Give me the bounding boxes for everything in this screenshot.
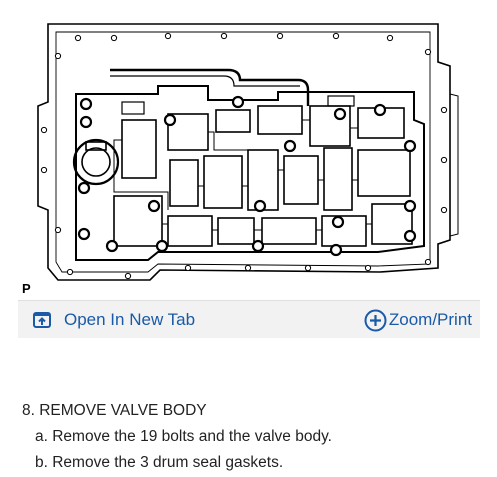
valve-body-bolts [77, 95, 417, 257]
case-outline [37, 23, 451, 281]
step-list: a. Remove the 19 bolts and the valve bod… [22, 424, 332, 476]
zoom-plus-icon [364, 309, 387, 331]
valve-body-diagram[interactable] [18, 10, 480, 300]
case-flange [449, 93, 459, 237]
open-in-new-tab-icon [33, 312, 51, 328]
step-title: 8. REMOVE VALVE BODY [22, 402, 207, 419]
open-in-new-tab-button[interactable]: Open In New Tab [32, 301, 195, 339]
figure-card: P Open In New Tab Zoom/Print [18, 10, 480, 338]
fluid-tube [110, 68, 310, 106]
zoom-print-label: Zoom/Print [388, 310, 472, 329]
figure-toolbar: Open In New Tab Zoom/Print [18, 300, 480, 338]
zoom-print-button[interactable]: Zoom/Print [364, 301, 472, 339]
instructions: 8. REMOVE VALVE BODY a. Remove the 19 bo… [22, 398, 332, 476]
figure-code: P [22, 281, 31, 296]
valve-body [75, 85, 425, 261]
case-perimeter-bolts [40, 32, 448, 280]
case-inner-outline [55, 31, 431, 273]
fluid-tube-2 [110, 75, 300, 87]
open-in-new-tab-label: Open In New Tab [64, 310, 196, 329]
accumulator [72, 138, 120, 186]
step-item: b. Remove the 3 drum seal gaskets. [35, 454, 284, 471]
step-item: a. Remove the 19 bolts and the valve bod… [35, 428, 332, 445]
